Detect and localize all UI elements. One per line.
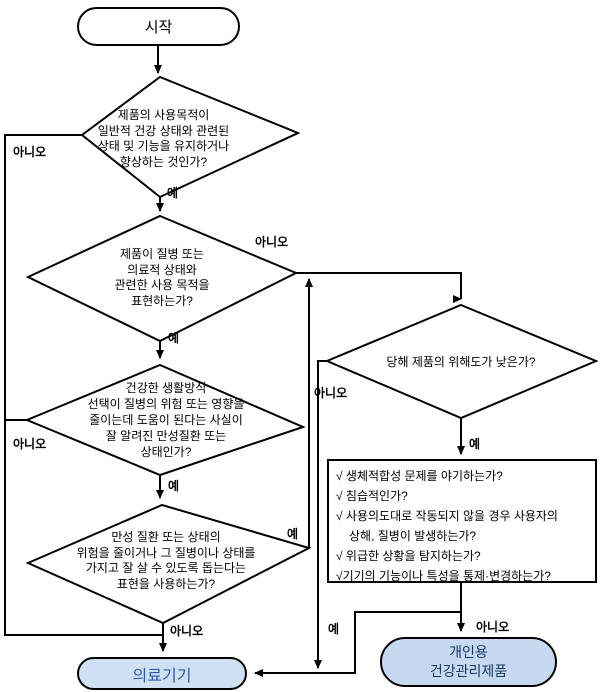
criteria-item: √ 침습적인가?: [336, 489, 408, 503]
criteria-item: √기기의 기능이나 특성을 통제·변경하는가?: [336, 569, 551, 583]
label-d4-no: 아니오: [170, 624, 204, 638]
label-d2-yes: 예: [168, 331, 180, 345]
edge-no-rail-left: [4, 134, 162, 636]
label-d3-yes: 예: [168, 479, 180, 493]
medical-device-node: 의료기기: [77, 657, 247, 690]
decision-d3-text: 건강한 생활방식 선택이 질병의 위험 또는 영향을 줄이는데 도움이 된다는 …: [87, 381, 245, 459]
label-criteria-no: 아니오: [476, 620, 510, 634]
criteria-box: √ 생체적합성 문제를 야기하는가? √ 침습적인가? √ 사용의도대로 작동되…: [327, 459, 597, 583]
edge-criteria-yes-to-medical: [254, 611, 461, 677]
label-d5-yes: 예: [469, 437, 481, 451]
start-node: 시작: [77, 7, 240, 46]
label-d1-yes: 예: [167, 186, 179, 200]
edge-d5-no-down: [314, 360, 327, 669]
edge-d2-no-to-d5: [296, 272, 465, 300]
decision-d4-text: 만성 질환 또는 상태의 위험을 줄이거나 그 질병이나 상태를 가지고 잘 살…: [76, 530, 256, 591]
decision-d5-text: 당해 제품의 위해도가 낮은가?: [386, 355, 536, 370]
criteria-item: √ 생체적합성 문제를 야기하는가?: [336, 469, 503, 483]
decision-d1-text: 제품의 사용목적이 일반적 건강 상태와 관련된 상태 및 기능을 유지하거나 …: [97, 108, 230, 169]
criteria-item: √ 사용의도대로 작동되지 않을 경우 사용자의 상해, 질병이 발생하는가?: [336, 509, 558, 543]
personal-health-node: 개인용 건강관리제품: [380, 637, 557, 687]
decision-d1-shape: [80, 75, 301, 199]
label-d3-no: 아니오: [13, 437, 47, 451]
decision-d4-shape: [25, 503, 312, 625]
decision-d2-shape: [25, 214, 299, 343]
label-d4-yes: 예: [287, 527, 299, 541]
decision-d3-shape: [24, 363, 306, 477]
label-d5-no: 아니오: [314, 386, 348, 400]
criteria-item: √ 위급한 상황을 탐지하는가?: [336, 549, 481, 563]
decision-d5-shape: [324, 303, 599, 420]
label-d2-no: 아니오: [255, 235, 289, 249]
label-criteria-yes: 예: [328, 622, 340, 636]
label-d1-no: 아니오: [13, 145, 47, 159]
decision-d2-text: 제품이 질병 또는 의료적 상태와 관련한 사용 목적을 표현하는가?: [114, 247, 210, 308]
